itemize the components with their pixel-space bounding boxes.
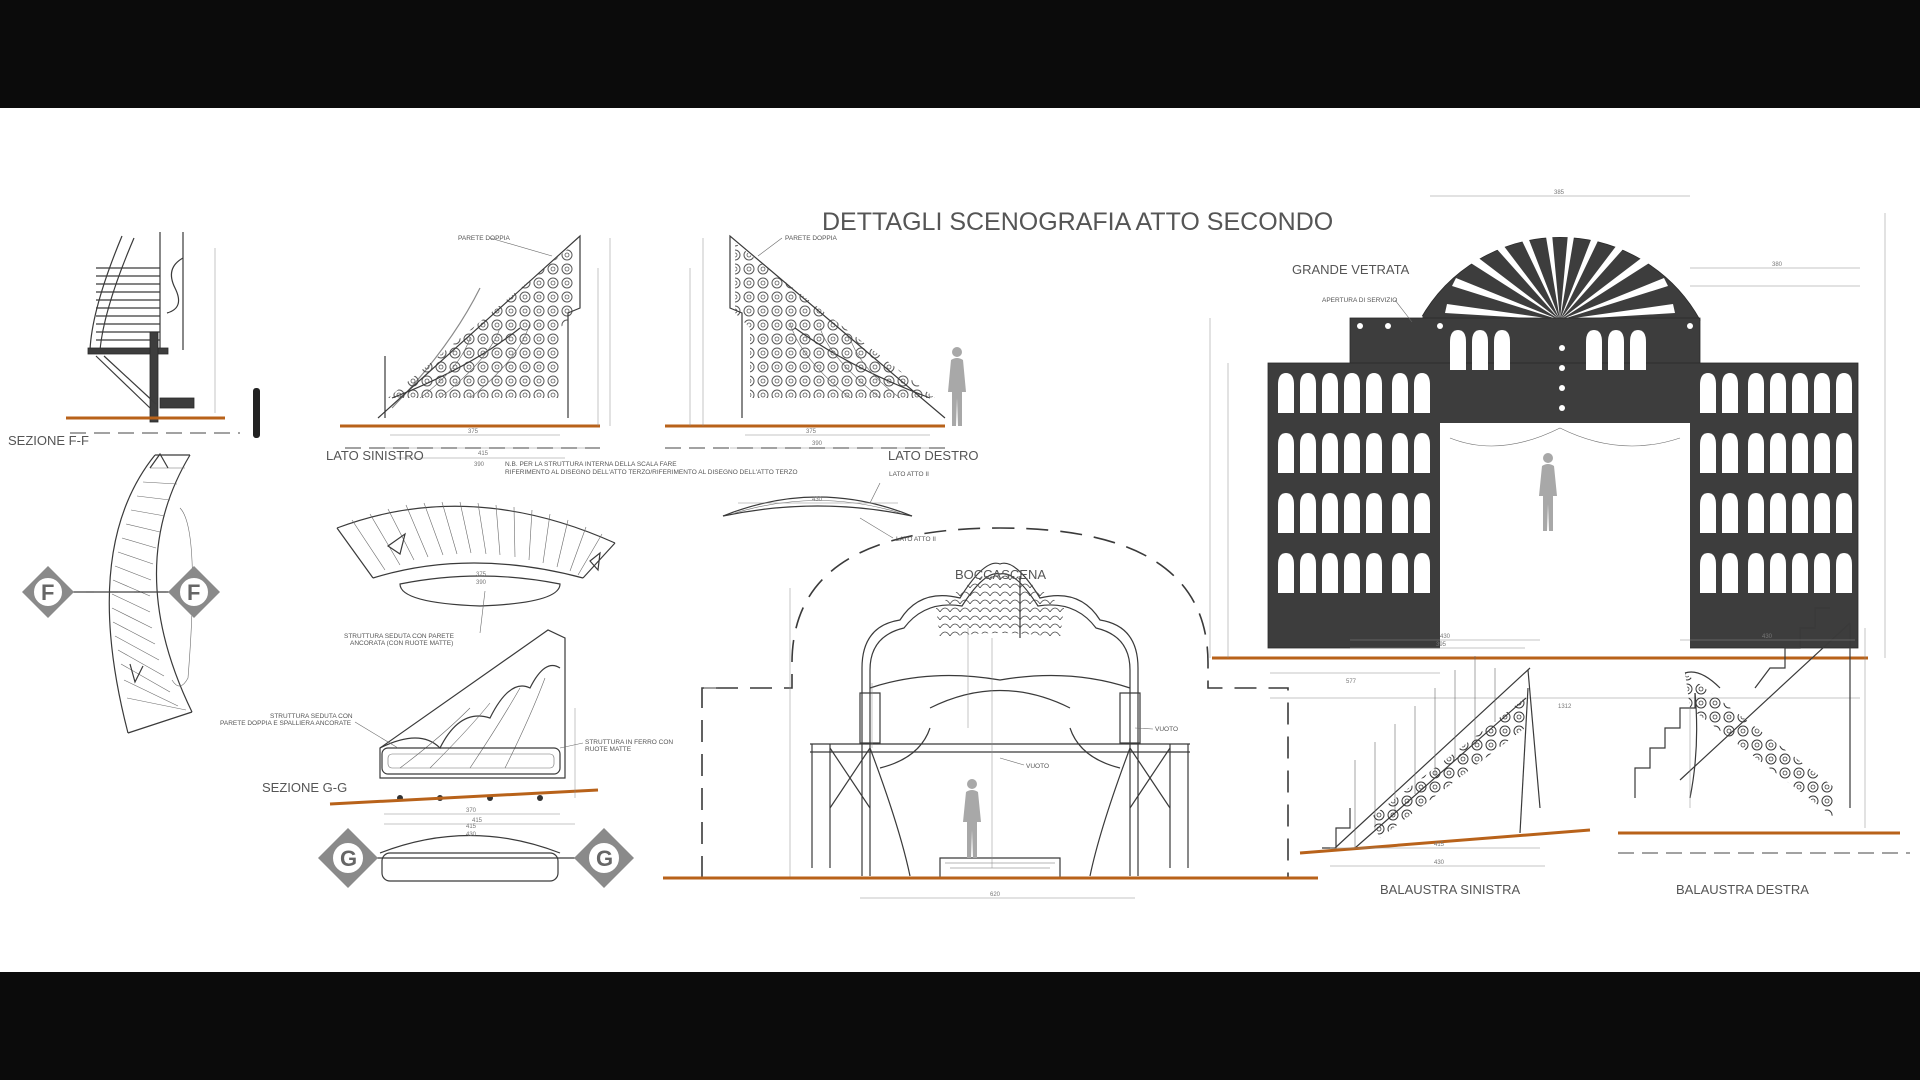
dim-380-vetrata: 380: [1772, 262, 1783, 268]
human-figure-2: [963, 779, 981, 858]
dim-395-balaustra-sx: 395: [1436, 642, 1447, 648]
note-parete-doppia-left: PARETE DOPPIA: [458, 235, 511, 242]
note-struttura-ferro-2: RUOTE MATTE: [585, 746, 632, 753]
label-grande-vetrata: GRANDE VETRATA: [1292, 262, 1410, 277]
section-marker-g-left: G: [318, 828, 378, 888]
bottom-letterbox-band: [0, 972, 1920, 1080]
dim-577-vetrata: 577: [1346, 679, 1357, 685]
marker-g-right-letter: G: [596, 846, 613, 871]
staircase-section-ff: [66, 232, 260, 438]
grande-vetrata-elevation: 385 380 577 1312 APERTURA DI SERVIZIO: [1209, 177, 1886, 710]
balaustra-sinistra-elevation: 430 395 415 430: [1299, 634, 1591, 867]
note-vuoto-1: VUOTO: [1155, 726, 1178, 733]
human-figure-1: [948, 347, 966, 426]
section-marker-g-right: G: [574, 828, 634, 888]
drawing-sheet: DETTAGLI SCENOGRAFIA ATTO SECONDO SEZI: [0, 108, 1920, 972]
note-lato-atto-ii-bottom: LATO ATTO II: [896, 536, 936, 543]
label-sezione-ff: SEZIONE F-F: [8, 433, 89, 448]
dim-385-vetrata: 385: [1554, 190, 1565, 196]
note-struttura-seduta-parete-2: ANCORATA (CON RUOTE MATTE): [350, 640, 453, 647]
technical-drawing: DETTAGLI SCENOGRAFIA ATTO SECONDO SEZI: [8, 177, 1910, 899]
dim-430-balaustra-dx: 430: [1762, 634, 1773, 640]
curved-stair-plan: F F: [22, 452, 220, 734]
label-boccascena: BOCCASCENA: [955, 567, 1046, 582]
bench-section-plan: 415 430 G G: [318, 824, 634, 888]
arch-plan: 430 LATO ATTO II LATO ATTO II: [722, 471, 936, 543]
label-sezione-gg: SEZIONE G-G: [262, 780, 347, 795]
label-balaustra-sinistra: BALAUSTRA SINISTRA: [1380, 882, 1520, 897]
label-lato-sinistro: LATO SINISTRO: [326, 448, 424, 463]
dim-425-gplan: 430: [466, 832, 477, 838]
note-vuoto-2: VUOTO: [1026, 763, 1049, 770]
lato-destro-elevation: 375 390 PARETE DOPPIA: [665, 234, 966, 449]
dim-430-arch: 430: [812, 497, 823, 503]
marker-f-right-letter: F: [187, 580, 200, 605]
note-nb-line1: N.B. PER LA STRUTTURA INTERNA DELLA SCAL…: [505, 461, 677, 468]
boccascena-elevation: 620 VUOTO VUOTO: [663, 527, 1318, 899]
label-lato-destro: LATO DESTRO: [888, 448, 979, 463]
dim-390-right: 390: [812, 441, 823, 447]
note-struttura-seduta-spalliera-2: PARETE DOPPIA E SPALLIERA ANCORATE: [220, 720, 352, 727]
note-struttura-seduta-spalliera-1: STRUTTURA SEDUTA CON: [270, 713, 353, 720]
dim-415-balaustra-sx: 415: [1434, 842, 1445, 848]
note-parete-doppia-right: PARETE DOPPIA: [785, 235, 838, 242]
dim-370-gg: 370: [466, 808, 477, 814]
dim-415-gg: 415: [472, 818, 483, 824]
dim-375-right: 375: [806, 429, 817, 435]
marker-g-left-letter: G: [340, 846, 357, 871]
section-marker-f-left: F: [22, 566, 74, 618]
dim-430b-balaustra-sx: 430: [1434, 860, 1445, 866]
bench-plan: 375 390 STRUTTURA SEDUTA CON PARETE ANCO…: [336, 501, 616, 647]
label-balaustra-destra: BALAUSTRA DESTRA: [1676, 882, 1809, 897]
dim-1312-vetrata: 1312: [1558, 704, 1572, 710]
dim-390-bench: 390: [476, 580, 487, 586]
dim-620-boccascena: 620: [990, 892, 1001, 898]
top-letterbox-band: [0, 0, 1920, 108]
human-figure-3: [1539, 453, 1557, 531]
dim-430-balaustra-sx: 430: [1440, 634, 1451, 640]
bench-section-gg: 370 415 STRUTTURA SEDUTA CON PARETE DOPP…: [220, 629, 673, 825]
lato-sinistro-elevation: 375 415 390 PARETE DOPPIA: [340, 234, 611, 468]
dim-375-bench: 375: [476, 572, 487, 578]
dim-390-left: 390: [474, 462, 485, 468]
note-struttura-ferro-1: STRUTTURA IN FERRO CON: [585, 739, 673, 746]
note-apertura-servizio: APERTURA DI SERVIZIO: [1322, 297, 1397, 304]
dim-375-left: 375: [468, 429, 479, 435]
balaustra-destra-elevation: 430: [1618, 607, 1910, 854]
dim-415-gplan: 415: [466, 824, 477, 830]
note-struttura-seduta-parete-1: STRUTTURA SEDUTA CON PARETE: [344, 633, 455, 640]
drawing-title: DETTAGLI SCENOGRAFIA ATTO SECONDO: [822, 208, 1333, 236]
marker-f-left-letter: F: [41, 580, 54, 605]
section-marker-f-right: F: [168, 566, 220, 618]
dim-415-left: 415: [478, 451, 489, 457]
note-nb-line2: RIFERIMENTO AL DISEGNO DELL'ATTO TERZO/R…: [505, 469, 798, 476]
note-lato-atto-ii-top: LATO ATTO II: [889, 471, 929, 478]
